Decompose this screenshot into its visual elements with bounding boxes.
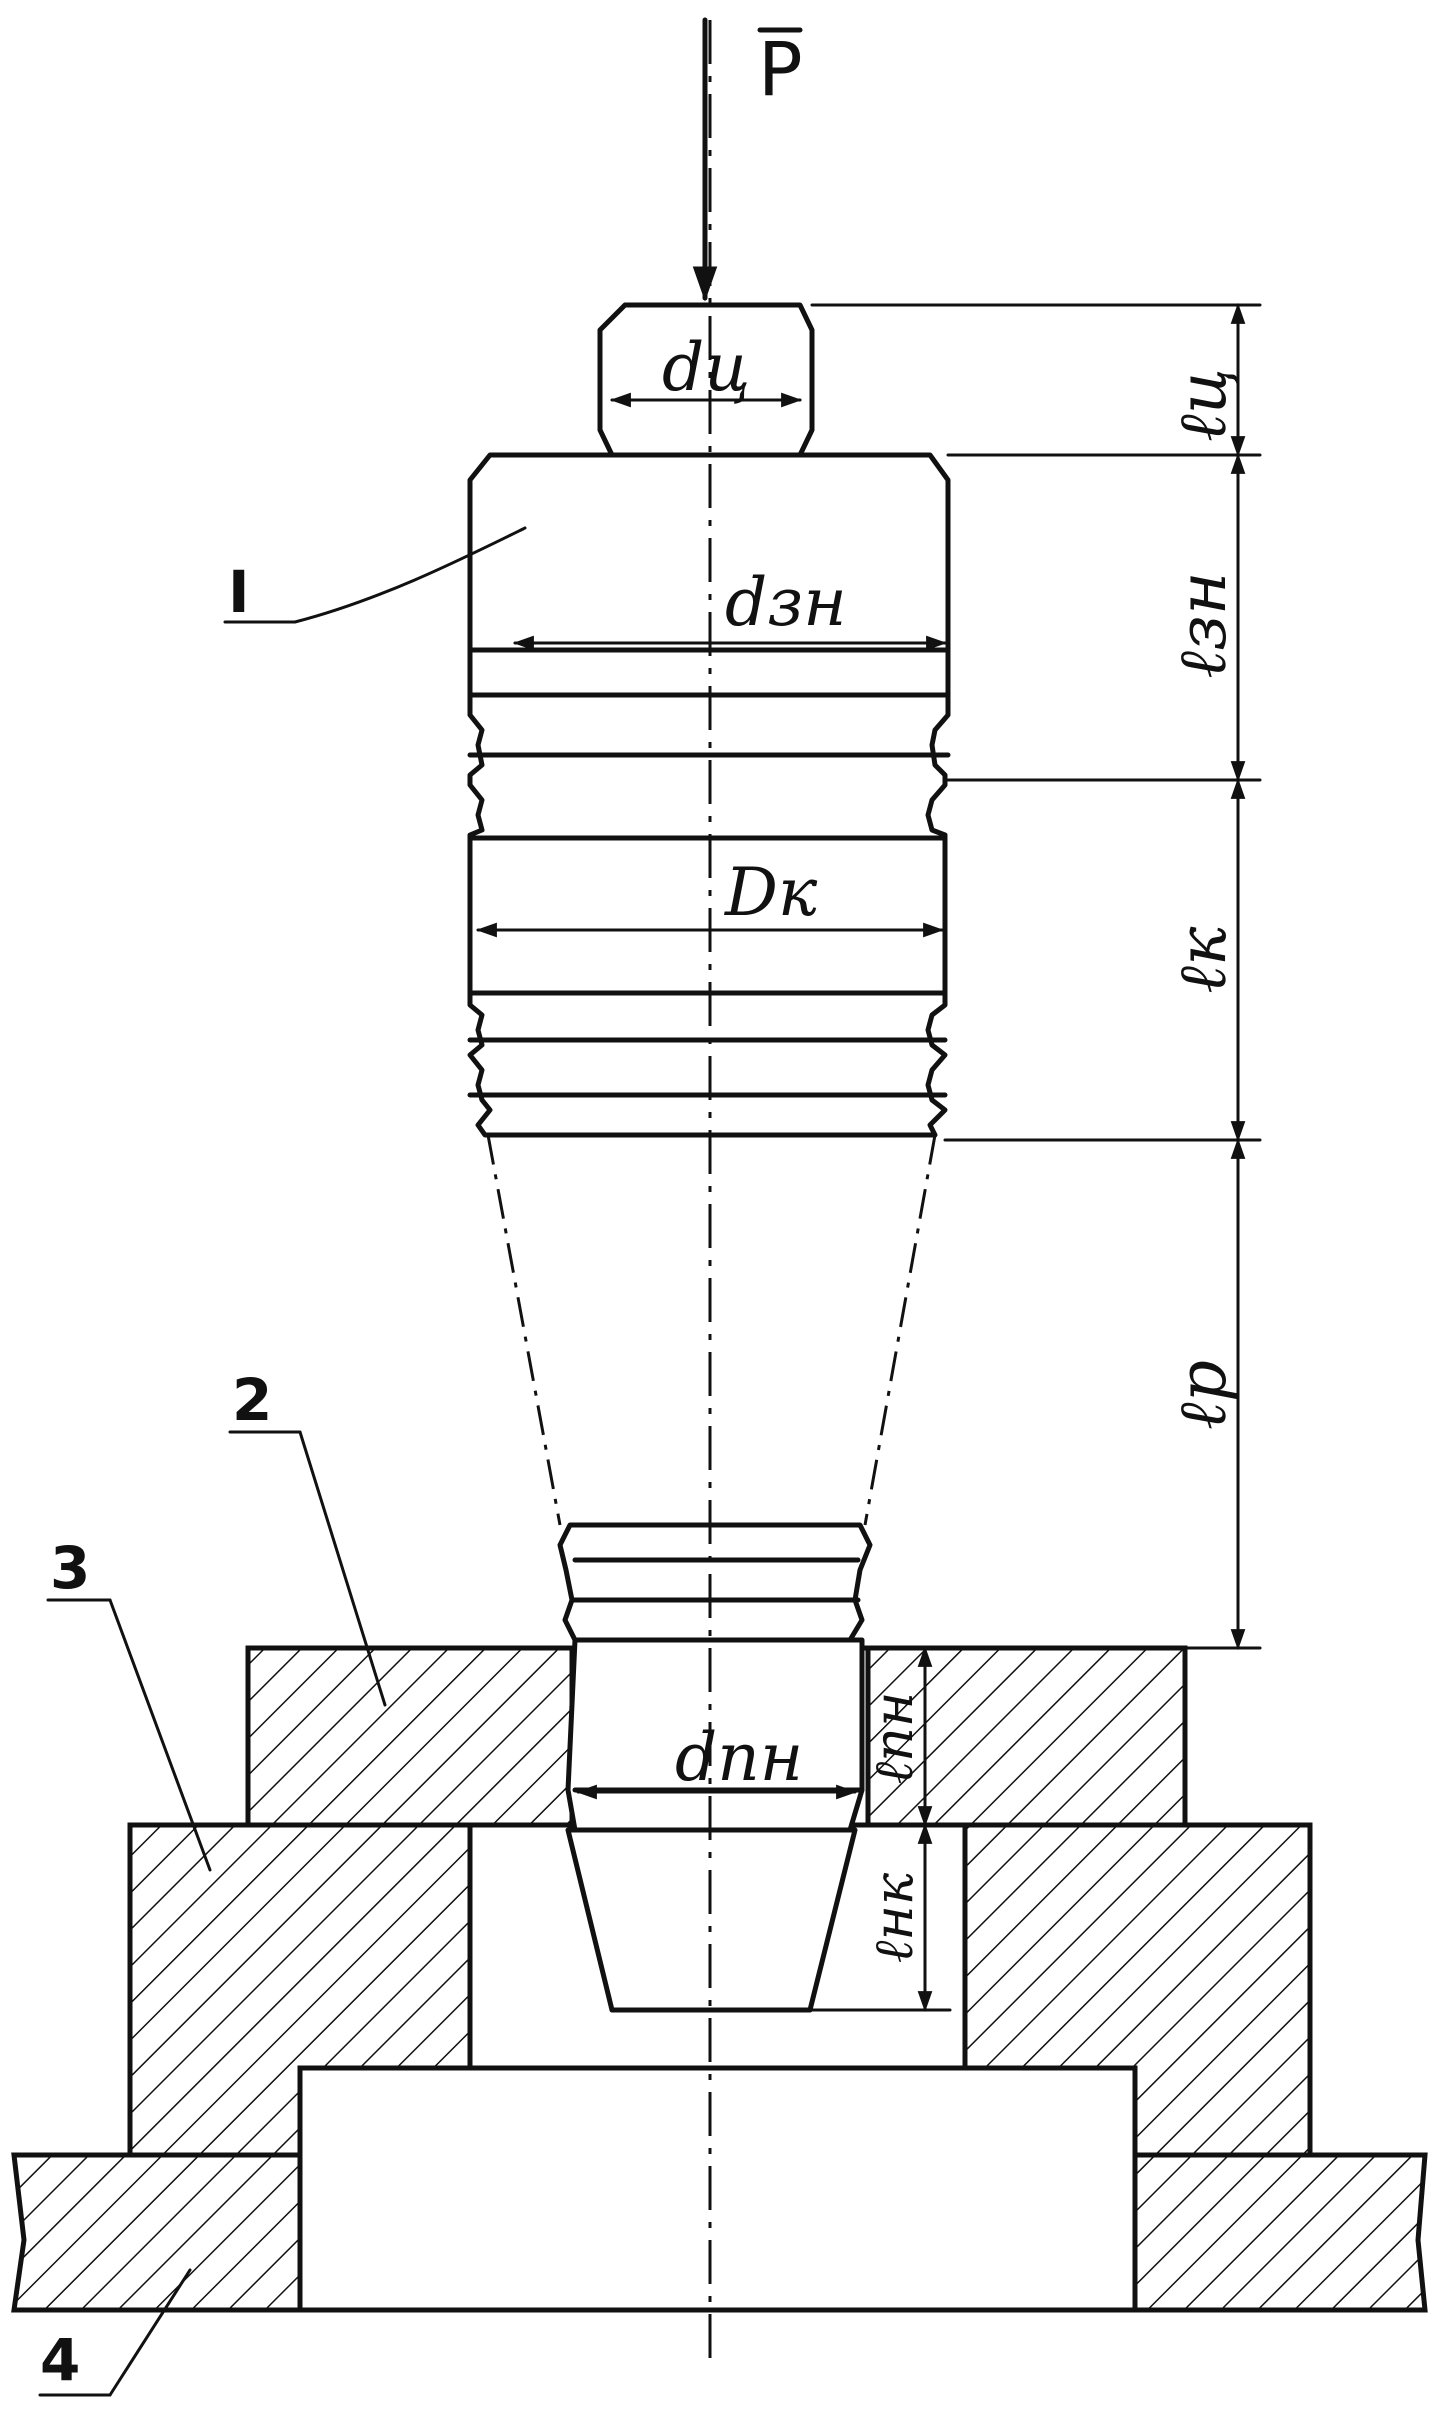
leader-part-3: 3 [46,1534,212,1872]
label-length-zone-head: ℓзн [1164,572,1241,679]
label-zone-head-diameter: dзн [725,564,847,641]
label-collar-diameter: Dк [724,854,818,931]
leader-part-2: 2 [228,1366,387,1707]
svg-text:2: 2 [232,1366,272,1434]
workpiece-1 [467,302,951,2013]
svg-text:3: 3 [50,1534,90,1602]
label-press-fit-diameter: dпн [675,1719,803,1796]
svg-text:4: 4 [40,2326,80,2394]
leader-part-1: I [223,526,527,626]
svg-text:I: I [228,558,250,626]
label-length-collar: ℓк [1164,926,1241,993]
label-shank-diameter: dц [662,329,750,406]
label-length-shank: ℓц [1164,368,1241,442]
svg-text:P: P [758,27,803,113]
label-length-lower-cone: ℓнк [862,1872,925,1963]
leader-part-4: 4 [38,2268,192,2397]
length-extension-lines [810,303,1262,1650]
die-2 [245,1645,1188,1828]
label-length-working: ℓр [1164,1360,1241,1430]
load-label: P [757,27,803,113]
base-plate-4 [11,2065,1428,2313]
label-length-press-fit: ℓпн [862,1692,925,1785]
